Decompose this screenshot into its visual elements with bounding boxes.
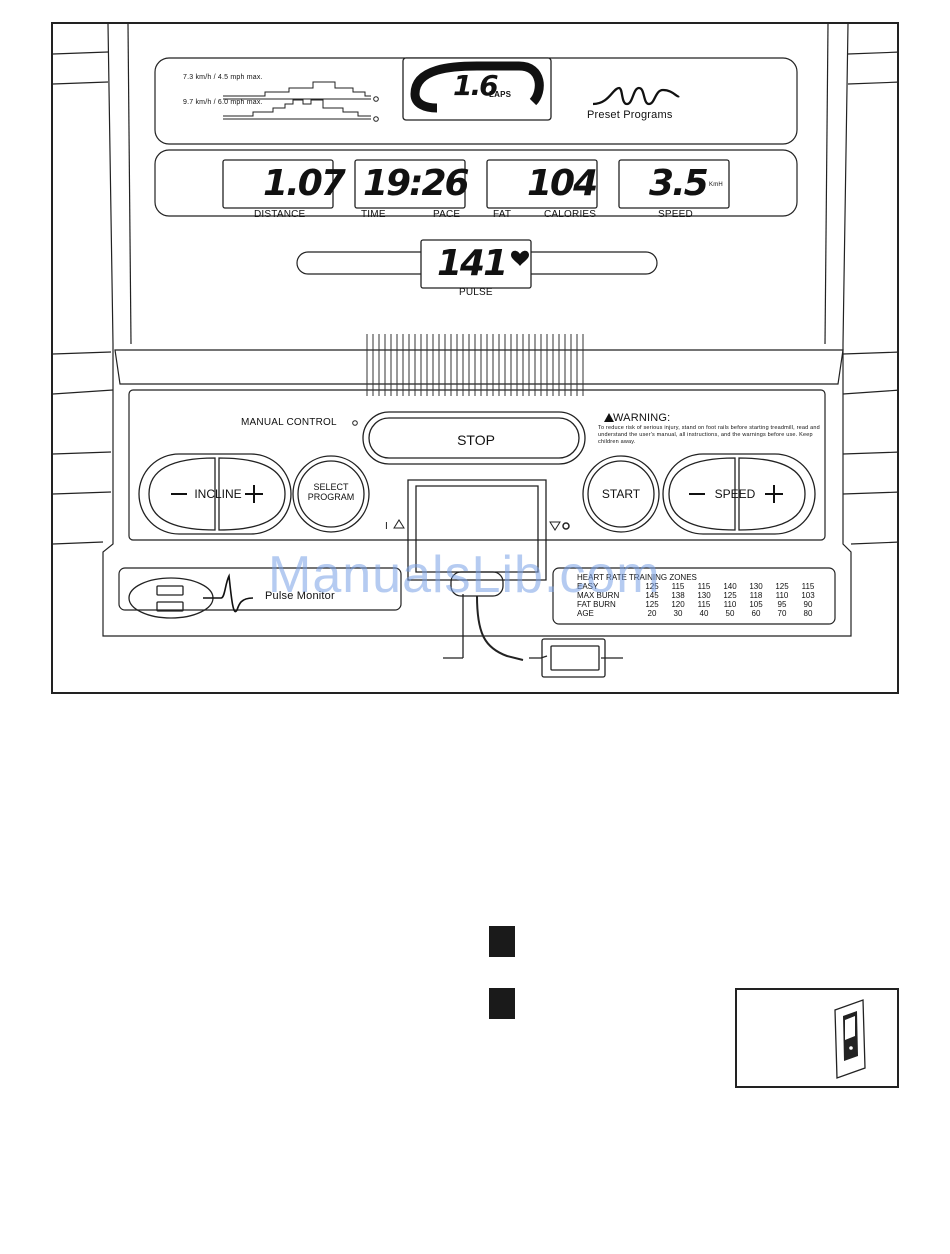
- distance-label: DISTANCE: [254, 209, 306, 220]
- step-marker-1: [489, 926, 515, 957]
- program-label: PROGRAM: [307, 492, 355, 502]
- start-button[interactable]: START: [601, 487, 641, 501]
- speed-label: SPEED: [658, 209, 693, 220]
- incline-button[interactable]: INCLINE: [194, 487, 242, 501]
- time-value: 19:26: [363, 163, 470, 204]
- heart-zones-title: HEART RATE TRAINING ZONES: [577, 573, 697, 582]
- step-marker-2: [489, 988, 515, 1019]
- calories-value: 104: [527, 163, 598, 204]
- speed-value: 3.5: [649, 163, 709, 204]
- main-display-housing: [154, 149, 798, 217]
- speed-button[interactable]: SPEED: [714, 487, 756, 501]
- heart-icon: [511, 250, 529, 266]
- profile-label-1: 7.3 km/h / 4.5 mph max.: [183, 74, 263, 81]
- profile-label-2: 9.7 km/h / 6.0 mph max.: [183, 99, 263, 106]
- time-label: TIME: [361, 209, 386, 220]
- fat-label: FAT: [493, 209, 512, 220]
- pulse-wave-icon: [203, 573, 254, 613]
- profile-graph-2: [223, 99, 371, 117]
- power-switch-inset: [735, 988, 899, 1088]
- select-program-button[interactable]: SELECT PROGRAM: [299, 482, 363, 502]
- pulse-value: 141: [437, 243, 508, 284]
- pulse-label: PULSE: [459, 287, 493, 298]
- key-indicator-on: I: [385, 521, 388, 532]
- power-switch-icon: [834, 999, 866, 1079]
- stop-button[interactable]: STOP: [457, 432, 495, 448]
- console-diagram: 7.3 km/h / 4.5 mph max. 9.7 km/h / 6.0 m…: [51, 22, 899, 694]
- console-outline-art: [53, 24, 897, 678]
- pulse-monitor-label: Pulse Monitor: [265, 590, 335, 602]
- pace-label: PACE: [433, 209, 461, 220]
- distance-value: 1.07: [263, 163, 346, 204]
- key-indicator-off: O: [566, 521, 567, 522]
- track-display-value: 1.6: [453, 69, 499, 102]
- preset-programs-label: Preset Programs: [587, 109, 673, 121]
- speed-unit: KmH: [709, 182, 723, 188]
- control-panel: [128, 389, 826, 541]
- preset-logo-icon: [592, 86, 680, 106]
- warning-icon: [604, 413, 614, 422]
- profile-graph-1: [223, 81, 371, 97]
- calories-label: CALORIES: [544, 209, 597, 220]
- track-display-unit: LAPS: [489, 90, 512, 99]
- select-label: SELECT: [313, 482, 349, 492]
- watermark: ManualsLib.com: [268, 546, 661, 604]
- warning-title: WARNING:: [613, 412, 671, 424]
- manual-control-label: MANUAL CONTROL: [241, 417, 337, 428]
- warning-text: To reduce risk of serious injury, stand …: [598, 425, 820, 445]
